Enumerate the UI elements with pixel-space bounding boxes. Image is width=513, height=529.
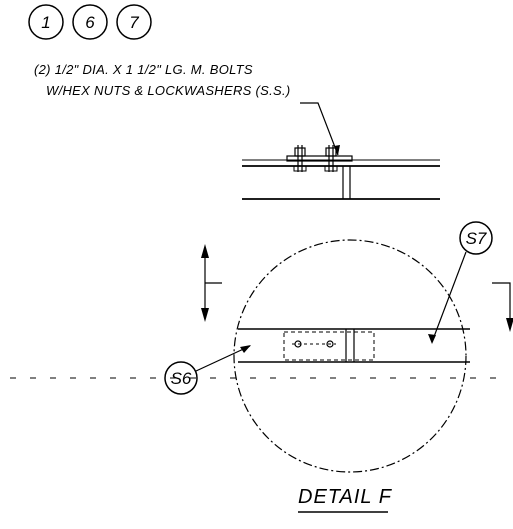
reference-label-1: 1 [41,13,50,32]
callout-s6: S6 [164,345,251,395]
detail-circle [233,239,467,473]
splice-plate-hidden [283,331,375,361]
reference-label-3: 7 [129,13,139,32]
section-arrow-right [492,282,513,332]
bolt-note-line2: W/HEX NUTS & LOCKWASHERS (S.S.) [46,83,291,98]
bolt-hole-1 [294,340,302,348]
bolt-nut-2 [325,147,337,157]
bolt-note-line1: (2) 1/2" DIA. X 1 1/2" LG. M. BOLTS [34,62,253,77]
reference-circle-1 [28,4,64,40]
detail-title: DETAIL F [298,486,393,508]
bolt-hole-2 [326,340,334,348]
reference-circle-3 [116,4,152,40]
callout-s7: S7 [428,221,493,344]
note-leader-line [300,102,339,156]
splice-plate [286,155,353,162]
callout-s7-label: S7 [466,229,487,248]
section-arrow-left [201,244,222,322]
callout-s6-label: S6 [171,369,192,388]
callout-s6-bubble [164,361,198,395]
reference-label-2: 6 [85,13,95,32]
plan-view [238,328,470,363]
reference-circle-2 [72,4,108,40]
callout-s7-bubble [459,221,493,255]
reference-circles: 1 6 7 [28,4,152,40]
elevation-view [242,145,440,200]
bolt-nut-1 [294,147,306,157]
